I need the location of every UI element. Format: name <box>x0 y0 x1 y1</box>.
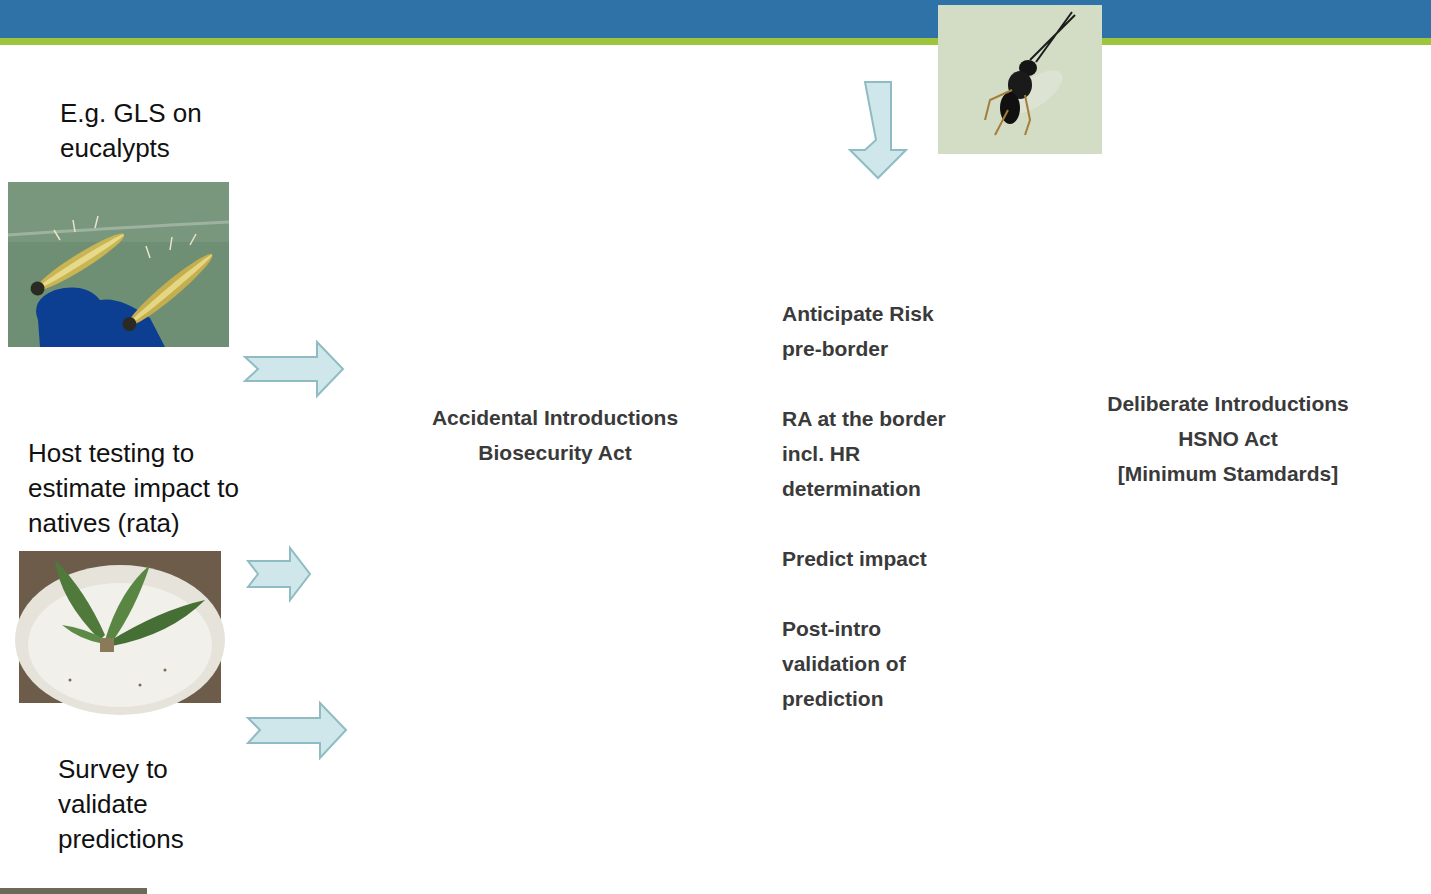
venn-circle-shape <box>700 158 1431 890</box>
node-text: RA at the border incl. HR determination <box>782 401 972 506</box>
side-note: E.g. GLS on eucalypts <box>60 96 240 166</box>
header-stripe <box>0 38 1431 45</box>
node-text: Post-intro validation of prediction <box>782 611 972 716</box>
text-group: Anticipate Risk pre-border RA at the bord… <box>782 296 972 716</box>
caterpillar-photo <box>8 182 229 347</box>
side-note: Host testing to estimate impact to nativ… <box>28 436 243 541</box>
venn-overlap: Anticipate Risk pre-border RA at the bord… <box>700 211 1058 839</box>
wasp-photo <box>938 5 1102 154</box>
host-test-photo <box>15 551 225 715</box>
text-group: Accidental IntroductionsBiosecurity Act <box>390 400 720 470</box>
node-text: Biosecurity Act <box>390 435 720 470</box>
side-note: Survey to validate predictions <box>58 752 213 857</box>
node-text: HSNO Act <box>1078 421 1378 456</box>
text-group: Deliberate IntroductionsHSNO Act[Minimum… <box>1078 386 1378 491</box>
node-text: Accidental Introductions <box>390 400 720 435</box>
node-text: [Minimum Stamdards] <box>1078 456 1378 491</box>
venn-overlap-shape <box>701 211 1059 839</box>
venn-circle: Deliberate IntroductionsHSNO Act[Minimum… <box>700 158 1431 890</box>
venn-circle-outline <box>330 161 1058 889</box>
node-text: Predict impact <box>782 541 972 576</box>
venn-circle-shape <box>330 161 1058 889</box>
header-bar <box>0 0 1431 38</box>
venn-circle-outline <box>700 158 1431 890</box>
venn-circle: Accidental IntroductionsBiosecurity Act <box>330 161 1058 889</box>
node-text: Anticipate Risk pre-border <box>782 296 972 366</box>
survey-photo <box>0 888 147 894</box>
node-text: Deliberate Introductions <box>1078 386 1378 421</box>
